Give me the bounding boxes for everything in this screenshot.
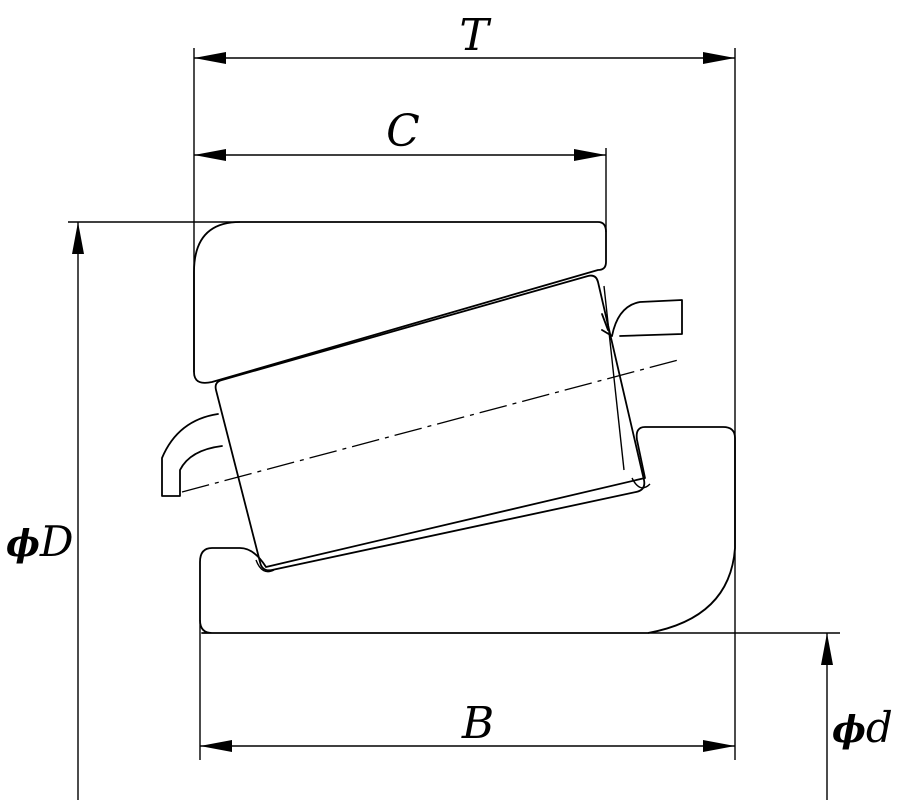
label-C: C — [386, 106, 420, 157]
dimension-phi-D: ϕD — [6, 222, 84, 800]
phi-D-letter: D — [39, 517, 74, 566]
phi-D-symbol: ϕ — [6, 523, 40, 565]
phi-d-symbol: ϕ — [832, 709, 866, 751]
dimension-phi-d: ϕd — [821, 633, 893, 800]
cone-inner-ring — [199, 426, 736, 634]
roller-centerline — [181, 359, 679, 493]
roller-end-detail — [603, 285, 625, 471]
roller-corner-large — [631, 477, 651, 489]
label-phi-d: ϕd — [832, 703, 893, 752]
dimension-C: C — [194, 106, 606, 161]
cage-tab-right — [601, 313, 609, 331]
tapered-roller — [214, 274, 646, 572]
label-phi-D: ϕD — [6, 517, 74, 566]
label-T: T — [459, 10, 492, 61]
cage-left — [161, 413, 223, 497]
cage-top-right — [601, 299, 683, 337]
cup-outer-ring — [193, 221, 607, 384]
dimension-B: B — [200, 698, 735, 752]
dimension-T: T — [194, 10, 735, 64]
roller-corner-small — [255, 559, 275, 573]
phi-d-letter: d — [866, 703, 893, 752]
label-B: B — [461, 698, 494, 749]
